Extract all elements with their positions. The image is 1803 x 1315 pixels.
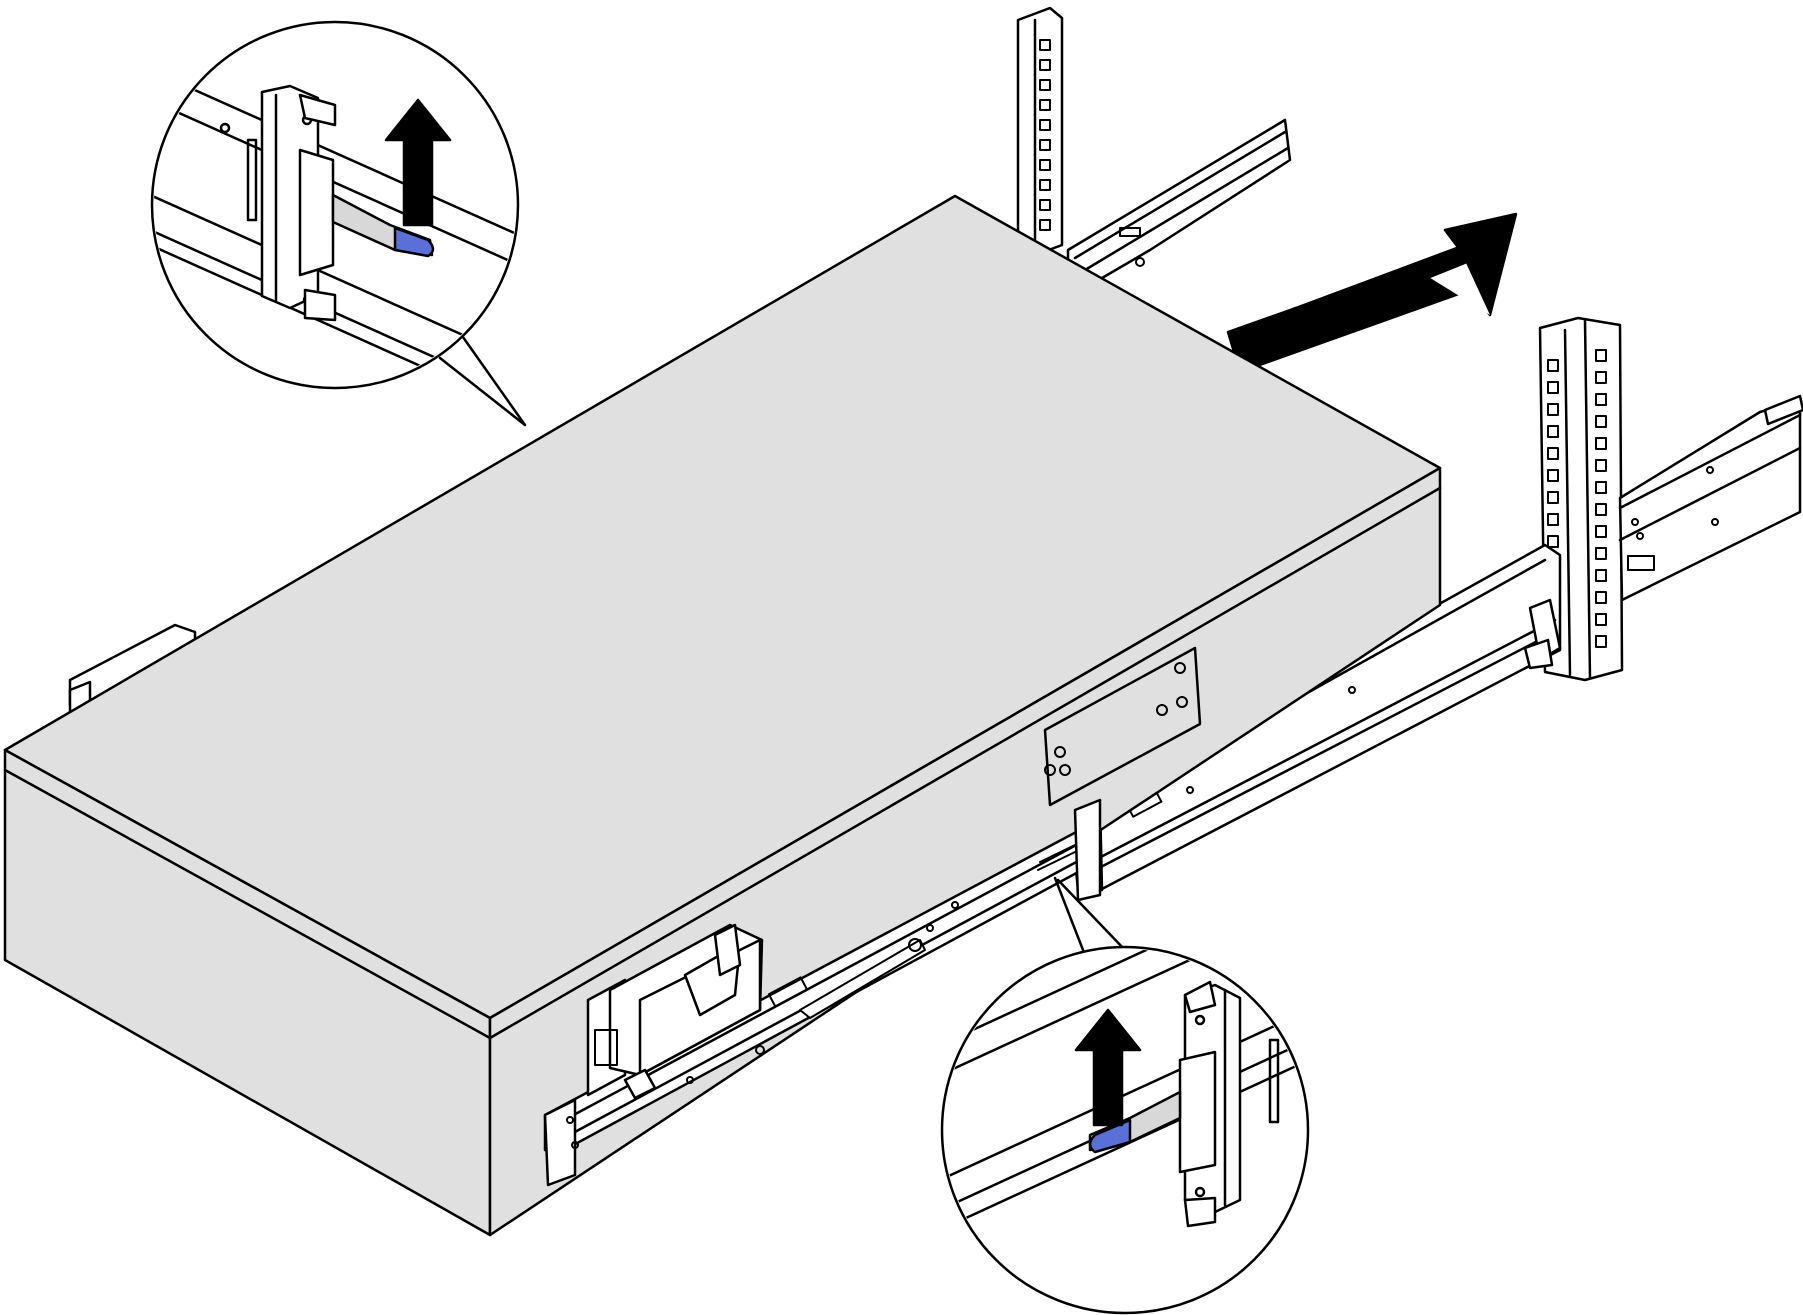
- left-slide-rail-front: [1037, 798, 1102, 902]
- arrow-up-icon: [384, 98, 452, 227]
- arrow-up-icon: [1074, 1008, 1142, 1127]
- arrow-up-right-icon: [1226, 212, 1518, 374]
- right-slide-rail: [1068, 543, 1562, 894]
- rear-rail-segment-left: [1066, 118, 1292, 287]
- rail-release-latch-detail-bottom: [940, 876, 1310, 1315]
- rail-release-latch-detail-top: [150, 20, 527, 427]
- right-rail-rear-extension: [1618, 394, 1803, 602]
- server-chassis: [3, 194, 1442, 1237]
- rear-rack-post-left: [1016, 6, 1064, 259]
